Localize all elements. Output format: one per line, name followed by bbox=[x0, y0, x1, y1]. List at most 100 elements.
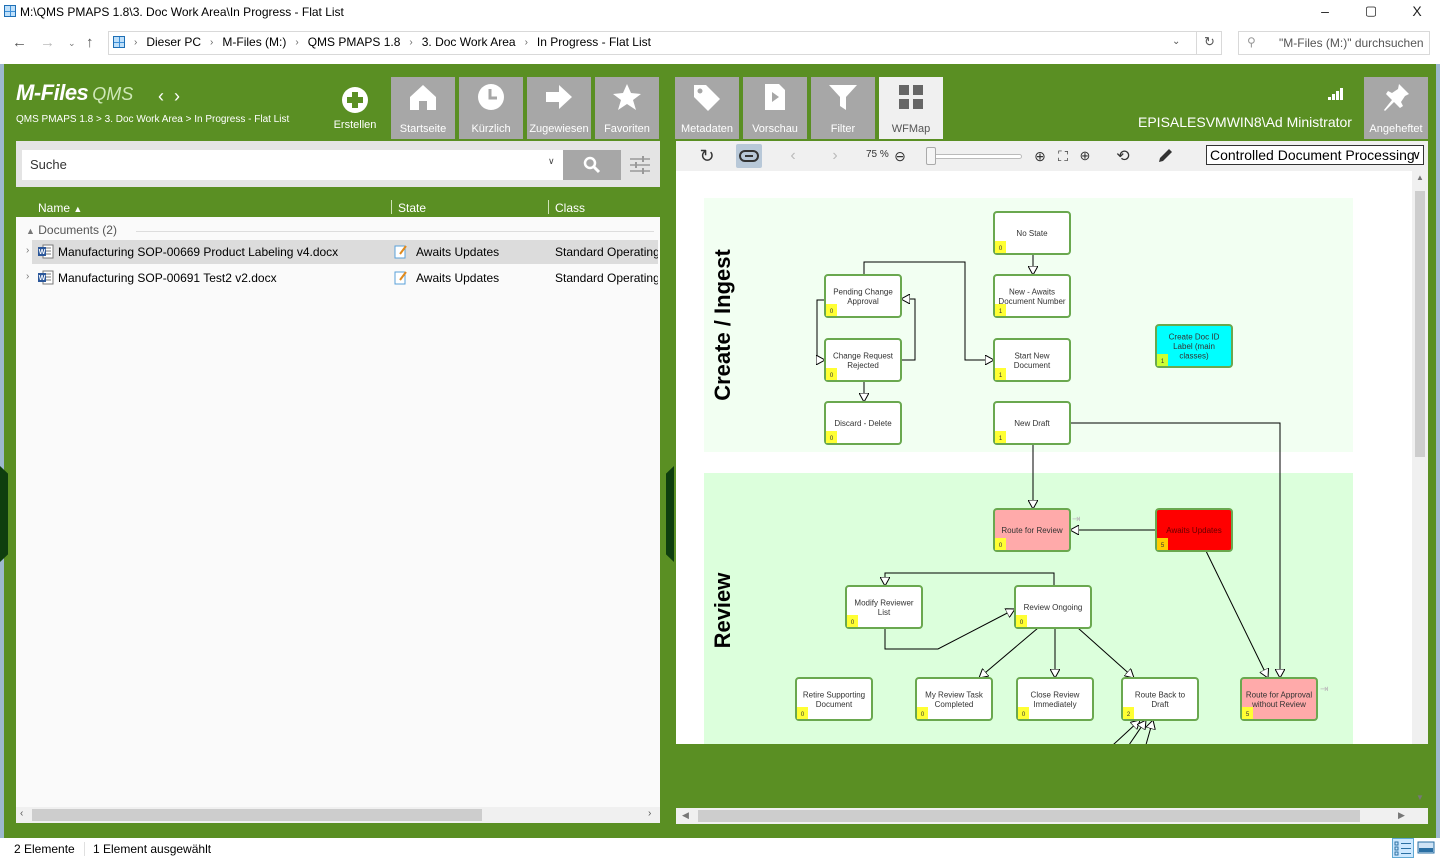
history-icon[interactable]: ⟲ bbox=[1116, 148, 1130, 165]
expand-icon[interactable]: › bbox=[26, 245, 30, 256]
previous-icon[interactable]: ‹ bbox=[790, 147, 796, 164]
scroll-right-icon[interactable]: ▶ bbox=[1398, 810, 1405, 820]
state-box bbox=[795, 677, 873, 721]
list-horizontal-scrollbar[interactable]: ‹ › bbox=[16, 807, 660, 823]
current-user[interactable]: EPISALESVMWIN8\Ad Ministrator bbox=[1138, 114, 1352, 130]
reload-icon[interactable]: ↻ bbox=[699, 145, 715, 166]
state-label: Immediately bbox=[1033, 700, 1076, 709]
column-class[interactable]: Class bbox=[555, 201, 586, 215]
tile-vorschau[interactable]: Vorschau bbox=[743, 77, 807, 139]
column-state[interactable]: State bbox=[398, 201, 427, 215]
search-button[interactable] bbox=[563, 150, 621, 180]
state-label: Completed bbox=[935, 700, 974, 709]
scroll-up-icon[interactable]: ▲ bbox=[1416, 173, 1424, 182]
tile-filter[interactable]: Filter bbox=[811, 77, 875, 139]
tile-angeheftet[interactable]: Angeheftet bbox=[1364, 77, 1428, 139]
scroll-left-icon[interactable]: ◀ bbox=[682, 810, 689, 820]
address-input[interactable] bbox=[108, 31, 1222, 55]
back-icon[interactable]: ← bbox=[12, 34, 27, 51]
list-item[interactable]: › W Manufacturing SOP-00669 Product Labe… bbox=[26, 240, 658, 264]
count-badge bbox=[995, 241, 1006, 253]
address-dropdown-icon[interactable]: ⌄ bbox=[1172, 36, 1181, 47]
maximize-button[interactable]: ▢ bbox=[1364, 3, 1378, 18]
breadcrumb-item[interactable]: In Progress - Flat List bbox=[536, 35, 651, 49]
search-input[interactable]: Suche bbox=[22, 150, 580, 180]
next-icon[interactable]: › bbox=[832, 147, 838, 164]
scrollbar-thumb[interactable] bbox=[32, 809, 482, 821]
expand-icon[interactable]: › bbox=[26, 271, 30, 282]
link-toggle-button[interactable] bbox=[736, 144, 762, 168]
nav-back-icon[interactable]: ‹ bbox=[158, 86, 174, 106]
pane-collapse-handle[interactable] bbox=[666, 466, 674, 562]
pane-divider[interactable] bbox=[664, 64, 674, 838]
workflow-select[interactable]: Controlled Document Processing ∨ bbox=[1206, 145, 1424, 165]
search-dropdown-icon[interactable]: ∨ bbox=[548, 156, 555, 166]
up-icon[interactable]: ↑ bbox=[86, 34, 94, 51]
tile-zugewiesen[interactable]: Zugewiesen bbox=[527, 77, 591, 139]
count-badge-value: 2 bbox=[1127, 712, 1131, 718]
create-button[interactable]: Erstellen bbox=[330, 86, 380, 131]
breadcrumb-item[interactable]: M-Files (M:) bbox=[222, 35, 287, 49]
fit-to-screen-icon[interactable]: ⛶ bbox=[1058, 147, 1068, 164]
scrollbar-thumb[interactable] bbox=[698, 810, 1360, 822]
column-separator[interactable] bbox=[548, 200, 549, 214]
left-collapse-handle[interactable] bbox=[0, 466, 8, 562]
scroll-left-icon[interactable]: ‹ bbox=[20, 808, 24, 819]
scrollbar-thumb[interactable] bbox=[1415, 191, 1425, 457]
scroll-right-icon[interactable]: › bbox=[648, 808, 652, 819]
tile-startseite[interactable]: Startseite bbox=[391, 77, 455, 139]
recent-dropdown-icon[interactable]: ⌄ bbox=[68, 38, 76, 48]
zoom-slider-thumb[interactable] bbox=[926, 147, 936, 165]
edit-pencil-icon[interactable] bbox=[1154, 146, 1176, 166]
center-icon[interactable]: ⊕ bbox=[1079, 148, 1091, 163]
tile-wfmap[interactable]: WFMap bbox=[879, 77, 943, 139]
breadcrumb-item[interactable]: QMS PMAPS 1.8 bbox=[307, 35, 401, 49]
advanced-search-button[interactable] bbox=[628, 155, 652, 175]
breadcrumb-item[interactable]: Dieser PC bbox=[146, 35, 202, 49]
item-class: Standard Operating Procedure bbox=[555, 245, 658, 259]
window-titlebar: M:\QMS PMAPS 1.8\3. Doc Work Area\In Pro… bbox=[0, 0, 1440, 26]
details-view-button[interactable] bbox=[1392, 838, 1414, 858]
group-header[interactable]: ▲ Documents (2) bbox=[26, 223, 117, 237]
close-button[interactable]: X bbox=[1412, 3, 1422, 19]
tile-kuerzlich[interactable]: Kürzlich bbox=[459, 77, 523, 139]
forward-icon[interactable]: → bbox=[40, 34, 55, 51]
list-item[interactable]: › W Manufacturing SOP-00691 Test2 v2.doc… bbox=[26, 266, 658, 290]
refresh-button[interactable]: ↻ bbox=[1196, 31, 1222, 55]
tile-metadaten[interactable]: Metadaten bbox=[675, 77, 739, 139]
zoom-in-icon[interactable]: ⊕ bbox=[1034, 147, 1046, 164]
column-name[interactable]: Name ▲ bbox=[38, 201, 82, 215]
canvas-horizontal-scrollbar[interactable]: ◀ ▶ bbox=[676, 808, 1428, 824]
state-label: List bbox=[878, 608, 891, 617]
large-icons-view-button[interactable] bbox=[1416, 838, 1438, 858]
zoom-slider[interactable] bbox=[930, 154, 1022, 159]
breadcrumb-item[interactable]: 3. Doc Work Area bbox=[421, 35, 516, 49]
canvas-vertical-scrollbar[interactable]: ▲ ▼ bbox=[1412, 171, 1428, 802]
tile-favoriten[interactable]: Favoriten bbox=[595, 77, 659, 139]
nav-forward-icon[interactable]: › bbox=[174, 86, 190, 106]
minimize-button[interactable]: – bbox=[1321, 3, 1329, 19]
tile-label: Startseite bbox=[399, 123, 447, 135]
column-separator[interactable] bbox=[391, 200, 392, 214]
explorer-search-input[interactable]: ⚲ "M-Files (M:)" durchsuchen bbox=[1238, 31, 1430, 55]
scroll-down-icon[interactable]: ▼ bbox=[1416, 793, 1424, 802]
zoom-out-icon[interactable]: ⊖ bbox=[894, 147, 906, 164]
